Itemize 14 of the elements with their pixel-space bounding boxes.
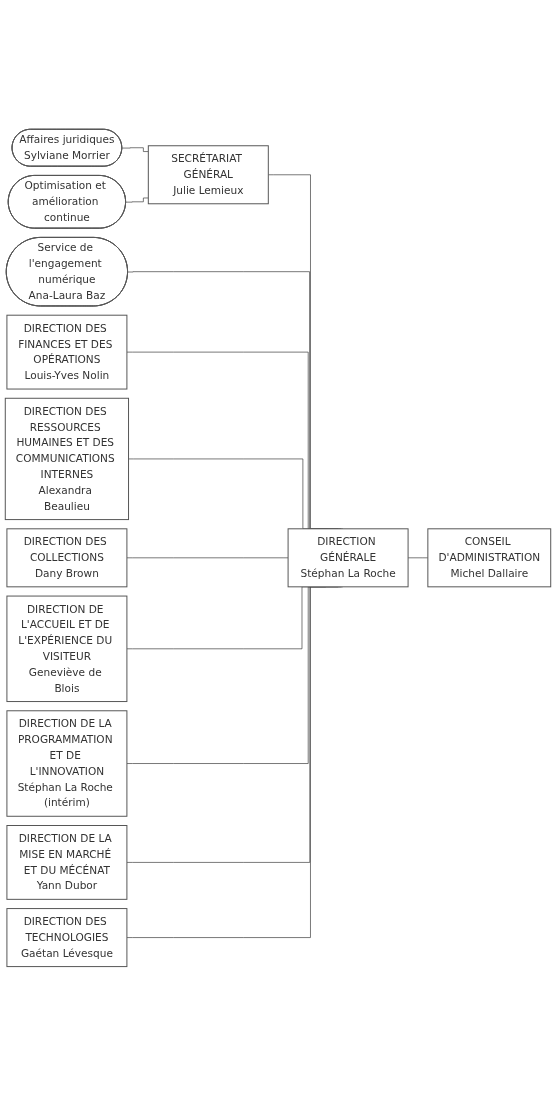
node-box: DIRECTION DES RESSOURCES HUMAINES ET DES COMMUNICATIONS INTERNES Alexandra Beaulieu bbox=[4, 397, 130, 520]
node-box: DIRECTION DE LA MISE EN MARCHÉ ET DU MÉCÉNAT Yann Dubor bbox=[6, 824, 128, 900]
connector bbox=[121, 146, 149, 152]
node-box: DIRECTION DES TECHNOLOGIES Gaétan Lévesque bbox=[6, 907, 128, 967]
connector bbox=[125, 197, 149, 202]
connector bbox=[126, 557, 289, 558]
node-box: DIRECTION DE LA PROGRAMMATION ET DE L'INNOVATION Stéphan La Roche (intérim) bbox=[6, 709, 128, 817]
connector bbox=[407, 557, 429, 558]
node-box: DIRECTION DES FINANCES ET DES OPÉRATIONS Louis-Yves Nolin bbox=[6, 314, 128, 390]
node-box: SECRÉTARIAT GÉNÉRAL Julie Lemieux bbox=[147, 144, 269, 204]
node-box: DIRECTION DE L'ACCUEIL ET DE L'EXPÉRIENCE DU VISITEUR Geneviève de Blois bbox=[6, 595, 128, 702]
node-box: DIRECTION GÉNÉRALE Stéphan La Roche bbox=[287, 527, 409, 587]
node-box: CONSEIL D'ADMINISTRATION Michel Dallaire bbox=[427, 527, 552, 587]
node-box: DIRECTION DES COLLECTIONS Dany Brown bbox=[6, 527, 128, 587]
